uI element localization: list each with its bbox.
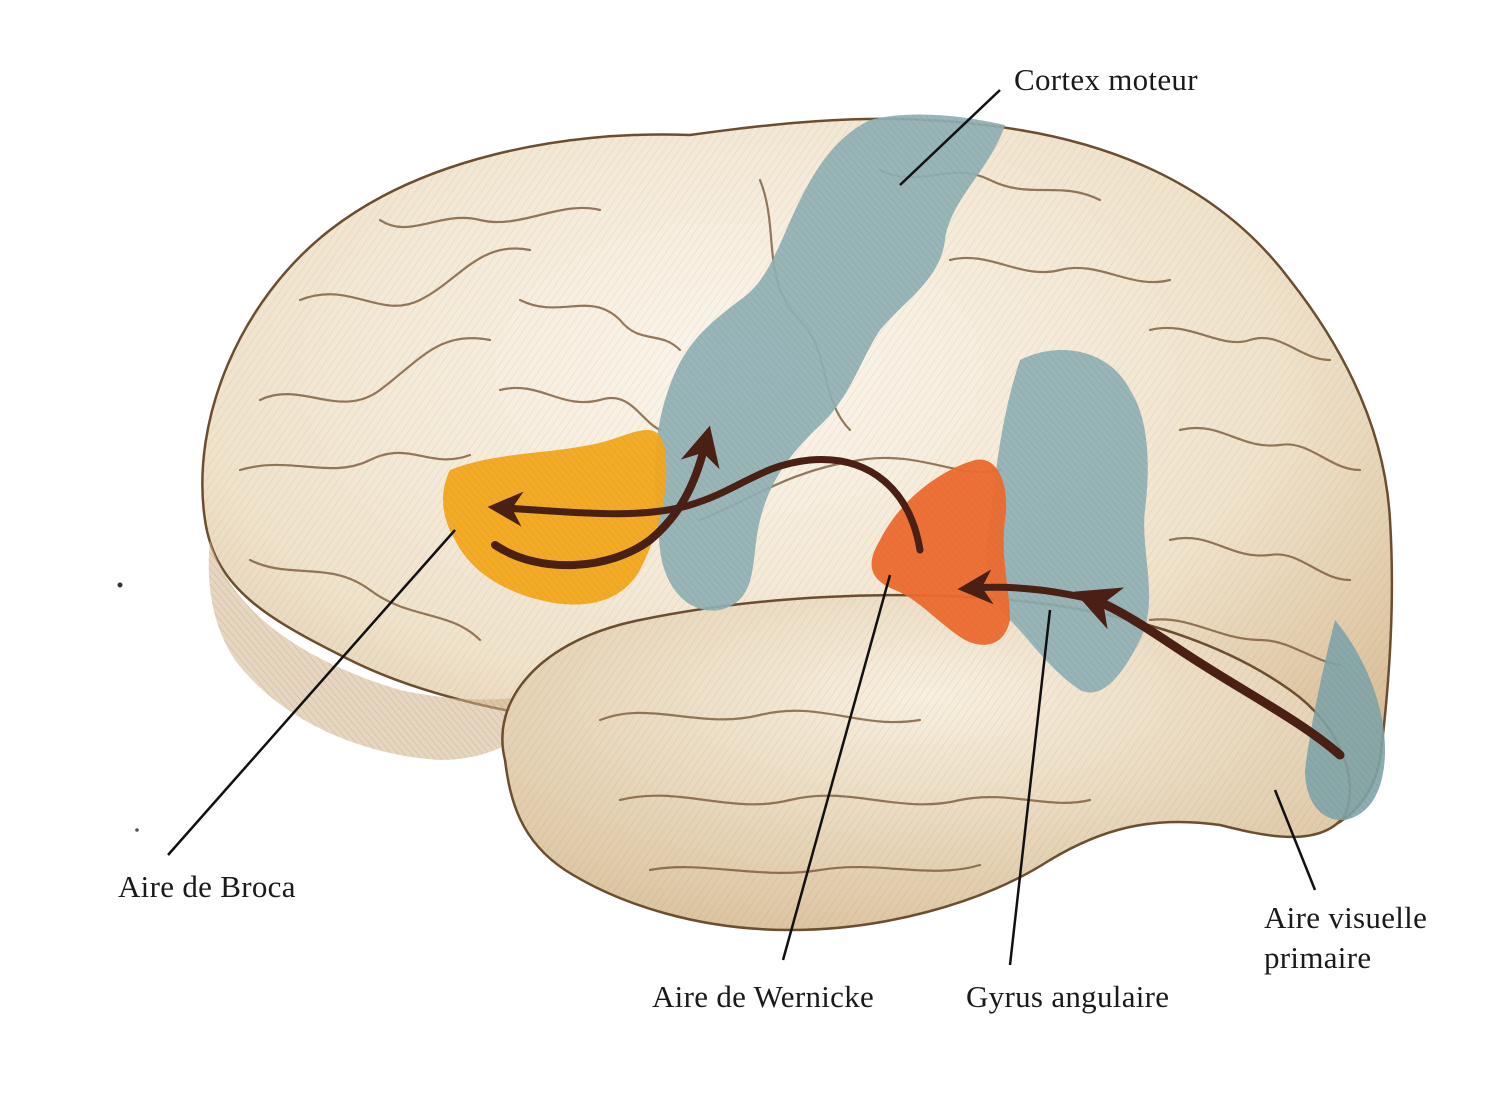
angular-to-wernicke-arrow <box>957 569 1099 605</box>
leader-line-visuelle <box>1273 789 1317 891</box>
speck <box>135 828 139 832</box>
label-aire-de-broca: Aire de Broca <box>118 869 296 904</box>
label-aire-visuelle-primaire: Aire visuelle primaire <box>1264 898 1427 978</box>
leader-line-wernicke <box>781 574 892 961</box>
temporal-lobe <box>501 593 1352 932</box>
visual-to-angular-arrow <box>1074 587 1345 760</box>
leader-line-broca <box>167 529 456 856</box>
label-aire-visuelle-line1: Aire visuelle <box>1264 900 1428 935</box>
wernicke-to-broca-arrow <box>487 456 924 554</box>
label-gyrus-angulaire: Gyrus angulaire <box>966 979 1170 1014</box>
broca-to-motor-arrow <box>491 425 720 570</box>
label-aire-visuelle-line2: primaire <box>1264 940 1372 975</box>
leader-line-gyrus <box>1008 609 1052 966</box>
leader-lines <box>167 89 1317 966</box>
label-cortex-moteur: Cortex moteur <box>1014 62 1198 97</box>
label-aire-de-wernicke: Aire de Wernicke <box>652 979 875 1014</box>
language-pathway-arrows <box>487 425 1345 760</box>
leader-line-cortex-moteur <box>899 89 1001 186</box>
sulci-lines <box>238 168 1362 874</box>
speck <box>117 582 123 588</box>
